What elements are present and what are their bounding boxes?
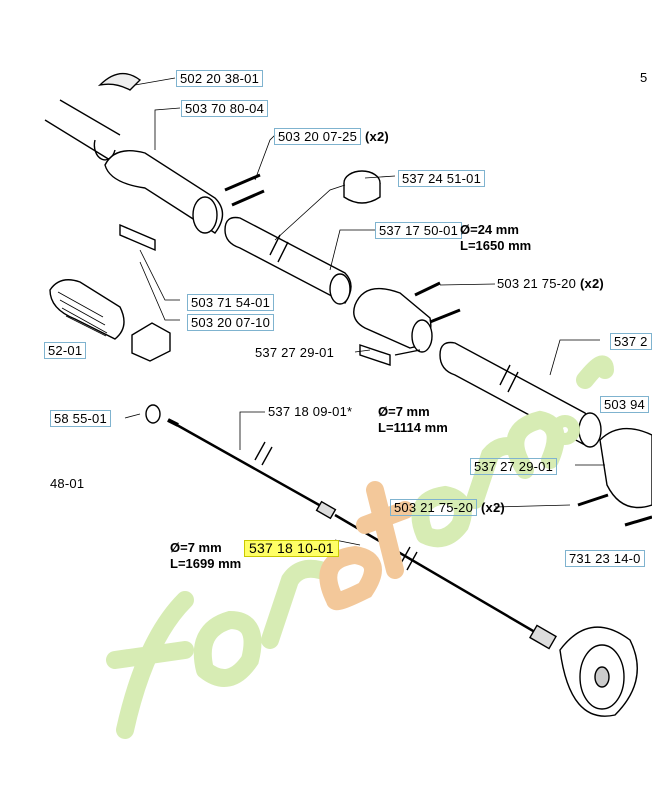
shaft-tube-2 [439,341,594,446]
shaft-1-diameter: Ø=7 mm [378,404,430,419]
shaft-tube-1 [224,216,352,304]
left-tube [44,99,121,161]
part-label-48-01: 48-01 [50,476,85,491]
shaft-2-length: L=1699 mm [170,556,242,571]
part-label-537-27-29-01-head: 537 27 29-01 [470,458,558,475]
part-label-503-21-75-20-top: 503 21 75-20(x2) [497,276,604,291]
part-number: 503 21 75-20 [390,499,478,516]
corner-text: 5 [640,70,648,85]
part-label-503-21-75-20-bottom: 503 21 75-20(x2) [390,499,505,516]
quantity: (x2) [580,276,604,291]
screw-a [224,173,265,207]
quantity: (x2) [365,129,389,144]
part-label-503-70-80-04: 503 70 80-04 [181,100,269,117]
clamp-plate [119,223,156,252]
part-label-502-20-38-01: 502 20 38-01 [176,70,264,87]
drive-shaft-1 [167,418,329,512]
part-number: 503 21 75-20 [497,276,577,291]
part-label-537-18-10-01-highlighted[interactable]: 537 18 10-01 [244,540,339,557]
part-label-503-20-07-10: 503 20 07-10 [187,314,275,331]
part-label-537-27-29-01-coupler: 537 27 29-01 [255,345,335,360]
part-label-503-94: 503 94 [600,396,649,413]
part-label-537-24-51-01: 537 24 51-01 [398,170,486,187]
nut [131,322,171,362]
tube-diameter: Ø=24 mm [460,222,519,237]
part-label-503-20-07-25: 503 20 07-25(x2) [274,128,389,145]
part-label-537-2: 537 2 [610,333,652,350]
clamp-ring [192,196,218,234]
part-label-537-18-09-01: 537 18 09-01* [268,404,353,419]
part-label-52-01: 52-01 [44,342,87,359]
tube-length: L=1650 mm [460,238,532,253]
part-label-503-71-54-01: 503 71 54-01 [187,294,275,311]
part-number: 503 20 07-25 [274,128,362,145]
filter [49,279,125,340]
knob [97,72,142,91]
gear-head [599,427,652,509]
part-number: 537 17 50-01 [375,222,463,239]
drive-shaft-2 [334,513,541,637]
shaft-1-length: L=1114 mm [378,420,448,435]
shaft-2-diameter: Ø=7 mm [170,540,222,555]
part-label-731-23-14-0: 731 23 14-0 [565,550,645,567]
part-label-58-55-01: 58 55-01 [50,410,111,427]
quantity: (x2) [481,500,505,515]
washer [145,404,161,424]
part-label-537-17-50-01: 537 17 50-01 [375,222,463,239]
